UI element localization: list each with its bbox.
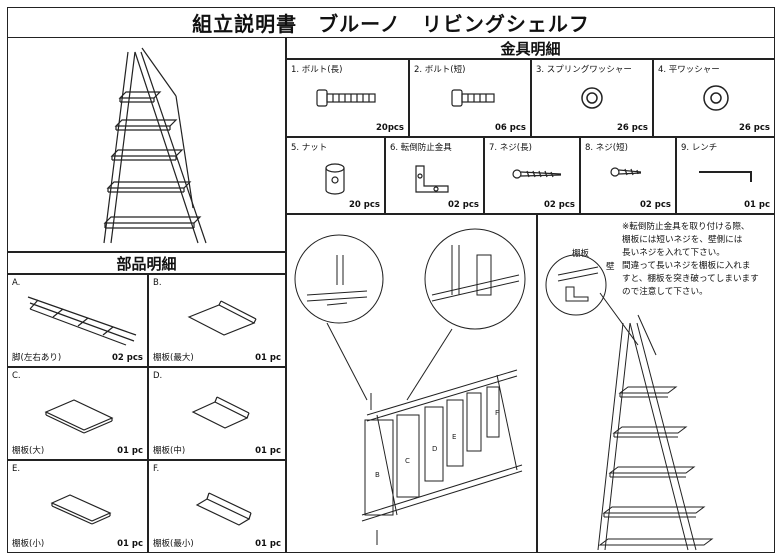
part-name: 脚(左右あり): [12, 353, 62, 363]
hardware-cell-short-bolt: 2. ボルト(短) 06 pcs: [409, 59, 531, 137]
hardware-label: 7. ネジ(長): [489, 143, 532, 153]
part-cell-a: A. 脚(左右あり) 02 pcs: [7, 274, 148, 367]
part-count: 01 pc: [117, 539, 143, 549]
part-count: 01 pc: [255, 353, 281, 363]
callout-letter-e: E: [452, 433, 456, 441]
hardware-cell-hex-wrench: 9. レンチ 01 pc: [676, 137, 775, 214]
part-cell-f: F. 棚板(最小) 01 pc: [148, 460, 286, 553]
wall-bracket-caution-note: ※転倒防止金具を取り付ける際、 棚板には短いネジを、壁側には 長いネジを入れて下…: [622, 222, 759, 297]
part-name: 棚板(小): [12, 539, 45, 549]
hardware-count: 02 pcs: [448, 200, 479, 210]
hardware-cell-short-screw: 8. ネジ(短) 02 pcs: [580, 137, 676, 214]
assembly-exploded-diagram: B C D E F: [294, 228, 526, 545]
part-name: 棚板(大): [12, 446, 45, 456]
part-letter: F.: [153, 464, 160, 474]
hardware-cell-long-bolt: 1. ボルト(長) 20pcs: [286, 59, 409, 137]
callout-letter-c: C: [405, 457, 410, 465]
flat-washer-icon: [703, 85, 729, 111]
hardware-count: 02 pcs: [544, 200, 575, 210]
shelf-label: 棚板: [572, 249, 590, 259]
ladder-shelf-illustration: [103, 47, 207, 244]
flat-board-icon: [44, 399, 114, 434]
hardware-label: 8. ネジ(短): [585, 143, 628, 153]
callout-letter-f: F: [495, 409, 499, 417]
hardware-count: 26 pcs: [617, 123, 648, 133]
callout-letter-d: D: [432, 445, 437, 453]
part-letter: C.: [12, 371, 21, 381]
anti-tip-bracket-icon: [415, 165, 449, 193]
long-bolt-icon: [316, 89, 376, 107]
part-letter: E.: [12, 464, 21, 474]
flat-board-icon: [50, 494, 112, 525]
shelf-board-icon: [195, 492, 252, 526]
part-name: 棚板(最小): [153, 539, 194, 549]
shelf-board-icon: [191, 396, 250, 429]
part-letter: D.: [153, 371, 163, 381]
part-cell-d: D. 棚板(中) 01 pc: [148, 367, 286, 460]
product-illustration-cell: [7, 37, 286, 252]
hardware-count: 20pcs: [375, 123, 404, 133]
parts-section-heading: 部品明細: [7, 252, 286, 274]
hardware-label: 9. レンチ: [681, 143, 718, 153]
hardware-label: 2. ボルト(短): [414, 65, 466, 75]
hardware-section-heading: 金具明細: [286, 37, 775, 59]
document-title: 組立説明書 ブルーノ リビングシェルフ: [7, 7, 775, 38]
part-count: 01 pc: [117, 446, 143, 456]
assembly-diagram-cell: B C D E F: [286, 214, 537, 553]
spring-washer-icon: [581, 87, 603, 109]
long-screw-icon: [512, 169, 562, 179]
hardware-cell-spring-washer: 3. スプリングワッシャー 26 pcs: [531, 59, 653, 137]
part-name: 棚板(最大): [153, 353, 194, 363]
part-name: 棚板(中): [153, 446, 186, 456]
hardware-count: 26 pcs: [739, 123, 770, 133]
hardware-count: 01 pc: [744, 200, 770, 210]
short-screw-icon: [610, 167, 642, 177]
part-letter: A.: [12, 278, 21, 288]
part-letter: B.: [153, 278, 162, 288]
hardware-count: 02 pcs: [640, 200, 671, 210]
hardware-cell-barrel-nut: 5. ナット 20 pcs: [286, 137, 385, 214]
callout-letter-b: B: [375, 471, 380, 479]
shelf-board-icon: [187, 300, 257, 336]
short-bolt-icon: [451, 89, 495, 107]
ladder-leg-icon: [27, 296, 137, 346]
hardware-label: 1. ボルト(長): [291, 65, 343, 75]
hardware-label: 3. スプリングワッシャー: [536, 65, 632, 75]
part-cell-b: B. 棚板(最大) 01 pc: [148, 274, 286, 367]
part-count: 02 pcs: [112, 353, 143, 363]
hardware-count: 06 pcs: [495, 123, 526, 133]
part-cell-e: E. 棚板(小) 01 pc: [7, 460, 148, 553]
part-count: 01 pc: [255, 446, 281, 456]
hardware-cell-long-screw: 7. ネジ(長) 02 pcs: [484, 137, 580, 214]
wall-bracket-detail-diagram: [545, 254, 714, 551]
hardware-label: 5. ナット: [291, 143, 328, 153]
barrel-nut-icon: [325, 163, 345, 195]
wall-bracket-cell: ※転倒防止金具を取り付ける際、 棚板には短いネジを、壁側には 長いネジを入れて下…: [537, 214, 775, 553]
parts-grid: A. 脚(左右あり) 02 pcs B. 棚板(最大) 01 pc C. 棚板(…: [7, 274, 286, 553]
part-cell-c: C. 棚板(大) 01 pc: [7, 367, 148, 460]
hardware-label: 4. 平ワッシャー: [658, 65, 720, 75]
hardware-cell-anti-tip-bracket: 6. 転倒防止金具 02 pcs: [385, 137, 484, 214]
hex-wrench-icon: [699, 171, 752, 182]
hardware-cell-flat-washer: 4. 平ワッシャー 26 pcs: [653, 59, 775, 137]
wall-label: 壁: [606, 262, 615, 272]
hardware-count: 20 pcs: [349, 200, 380, 210]
part-count: 01 pc: [255, 539, 281, 549]
hardware-label: 6. 転倒防止金具: [390, 143, 452, 153]
